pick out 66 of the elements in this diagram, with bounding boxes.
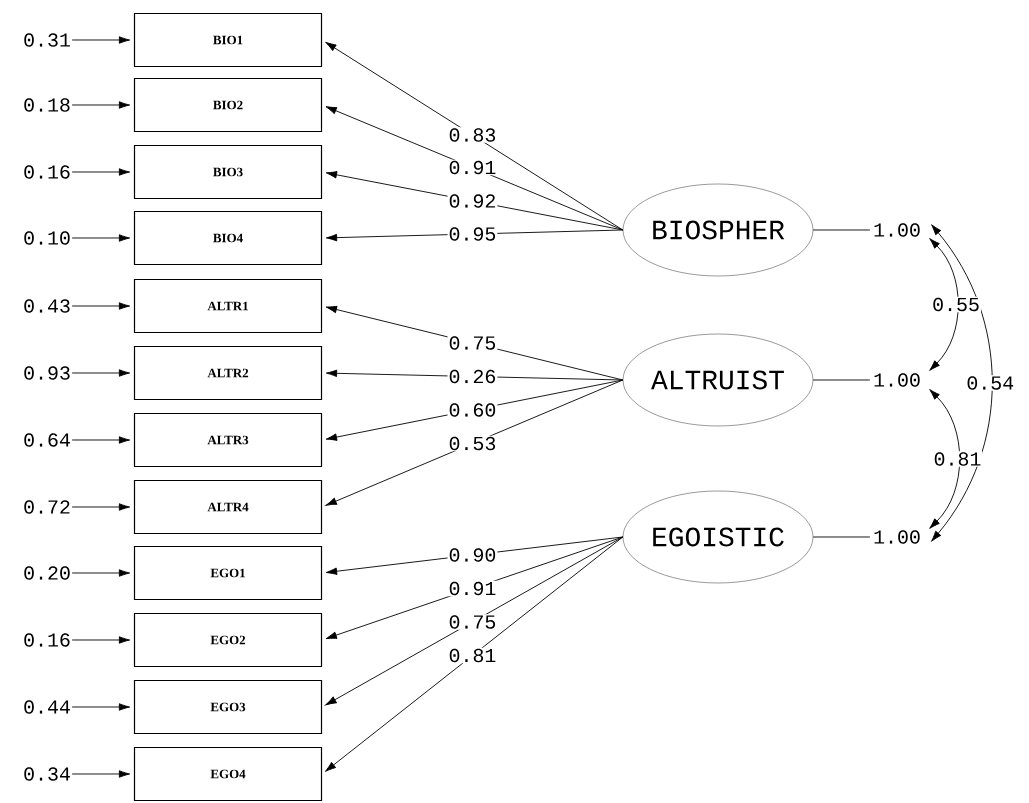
arrow [71, 369, 131, 377]
indicator-box: ALTR4 [133, 479, 323, 535]
edge-label: 0.81 [932, 451, 983, 467]
edge-label: 0.95 [447, 226, 498, 242]
variance-value: 1.00 [874, 530, 920, 544]
connector-line [812, 379, 871, 381]
arrow [325, 536, 624, 772]
indicator-box: BIO1 [133, 12, 323, 68]
indicator-box: ALTR1 [133, 278, 323, 334]
error-variance: 0.34 [24, 767, 70, 781]
edge-label: 0.54 [965, 375, 1016, 391]
edge-label: 0.75 [447, 335, 498, 351]
arrow [325, 41, 624, 231]
variance-value: 1.00 [874, 373, 920, 387]
arrow [71, 436, 131, 444]
arrow [71, 569, 131, 577]
error-variance: 0.44 [24, 700, 70, 714]
indicator-box: EGO1 [133, 545, 323, 601]
indicator-box: EGO3 [133, 679, 323, 735]
correlation-arrow [929, 238, 959, 371]
edge-label: 0.60 [447, 402, 498, 418]
connector-line [812, 536, 871, 538]
edge-label: 0.83 [447, 127, 498, 143]
arrow [71, 703, 131, 711]
indicator-box: BIO3 [133, 144, 323, 200]
indicator-box: BIO2 [133, 77, 323, 133]
correlation-arrow [931, 224, 993, 542]
arrow [71, 636, 131, 644]
variance-value: 1.00 [874, 223, 920, 237]
arrow [71, 234, 131, 242]
error-variance: 0.20 [24, 566, 70, 580]
edge-label: 0.53 [447, 435, 498, 452]
arrow [325, 379, 624, 506]
indicator-box: ALTR2 [133, 345, 323, 401]
edge-label: 0.91 [447, 159, 498, 176]
arrow [71, 168, 131, 176]
arrow [325, 536, 624, 640]
correlation-arrow [929, 389, 961, 529]
indicator-box: EGO2 [133, 612, 323, 668]
error-variance: 0.72 [24, 500, 70, 514]
edge-label: 0.75 [447, 614, 498, 630]
error-variance: 0.43 [24, 299, 70, 313]
error-variance: 0.16 [24, 165, 70, 179]
arrow [71, 302, 131, 310]
edge-label: 0.81 [447, 647, 498, 664]
arrow [71, 36, 131, 44]
edge-label: 0.91 [447, 580, 498, 597]
arrow [71, 770, 131, 778]
arrow [71, 101, 131, 109]
arrow [325, 106, 624, 231]
arrow [71, 503, 131, 511]
error-variance: 0.16 [24, 633, 70, 647]
error-variance: 0.18 [24, 98, 70, 112]
error-variance: 0.31 [24, 33, 70, 47]
indicator-box: BIO4 [133, 210, 323, 266]
arrow [325, 536, 624, 706]
edge-label: 0.92 [447, 193, 498, 209]
edge-label: 0.26 [447, 368, 498, 385]
indicator-box: ALTR3 [133, 412, 323, 468]
error-variance: 0.10 [24, 231, 70, 245]
indicator-box: EGO4 [133, 746, 323, 802]
edge-label: 0.90 [447, 547, 498, 563]
connector-line [812, 229, 871, 231]
error-variance: 0.64 [24, 433, 70, 447]
error-variance: 0.93 [24, 366, 70, 380]
edge-label: 0.55 [931, 296, 981, 313]
